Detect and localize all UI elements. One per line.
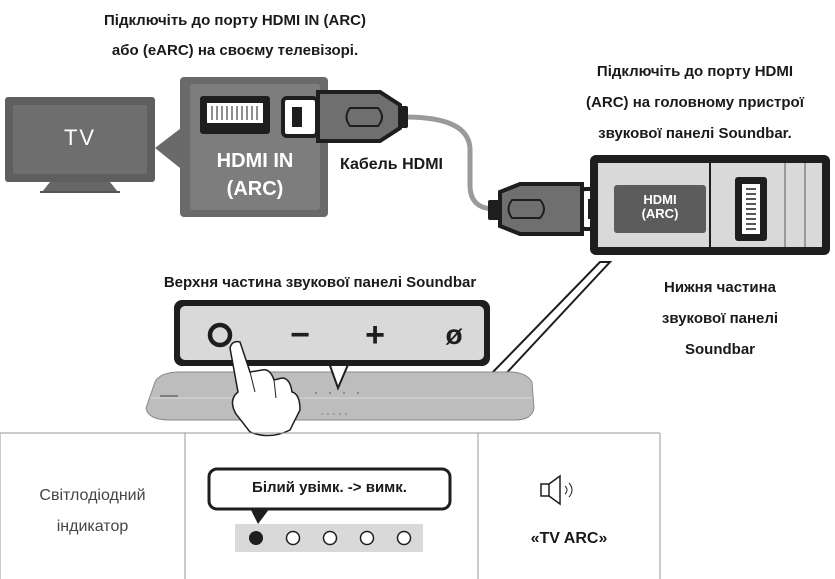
top-note-line2: або (eARC) на своєму телевізорі. bbox=[111, 42, 359, 59]
hand-icon bbox=[229, 340, 301, 437]
cable-label: Кабель HDMI bbox=[340, 156, 443, 173]
led-label-line1: Світлодіодний bbox=[39, 487, 146, 504]
top-note-line1: Підключіть до порту HDMI IN (ARC) bbox=[104, 12, 366, 29]
volume-up-button[interactable]: + bbox=[365, 316, 385, 354]
power-button-icon[interactable] bbox=[207, 322, 233, 348]
mic-off-button[interactable]: ø bbox=[445, 319, 463, 350]
tv-label: TV bbox=[63, 125, 97, 150]
mode-label: «TV ARC» bbox=[530, 530, 608, 547]
soundbar-port-label-line1: HDMI bbox=[643, 192, 677, 207]
speaker-icon bbox=[540, 474, 573, 506]
bottom-panel-label-line1: Нижня частина bbox=[663, 279, 777, 296]
right-note-line3: звукової панелі Soundbar. bbox=[598, 125, 792, 142]
soundbar-hdmi-port-icon bbox=[735, 177, 767, 241]
tv-port-label-line2: (ARC) bbox=[226, 178, 284, 200]
led-dot bbox=[396, 530, 412, 546]
led-dot bbox=[359, 530, 375, 546]
led-dot bbox=[285, 530, 301, 546]
right-note-line1: Підключіть до порту HDMI bbox=[596, 63, 794, 80]
led-label-line2: індикатор bbox=[56, 518, 129, 535]
bottom-panel-label-line2: звукової панелі bbox=[661, 310, 779, 327]
bottom-panel-label-line3: Soundbar bbox=[685, 341, 755, 358]
right-note-line2: (ARC) на головному пристрої bbox=[586, 94, 804, 111]
led-status-text: Білий увімк. -> вимк. bbox=[252, 479, 407, 496]
led-dot bbox=[249, 531, 263, 545]
top-panel-label: Верхня частина звукової панелі Soundbar bbox=[163, 274, 477, 291]
hdmi-cable bbox=[404, 114, 496, 212]
tv-hdmi-plug-icon bbox=[281, 90, 408, 143]
volume-down-button[interactable]: − bbox=[290, 316, 310, 354]
tv-illustration bbox=[5, 97, 155, 193]
soundbar-port-label-line2: (ARC) bbox=[641, 206, 679, 221]
led-status-bubble bbox=[207, 467, 452, 511]
led-dot bbox=[322, 530, 338, 546]
tv-port-label-line1: HDMI IN bbox=[216, 150, 294, 172]
status-table bbox=[0, 432, 661, 579]
